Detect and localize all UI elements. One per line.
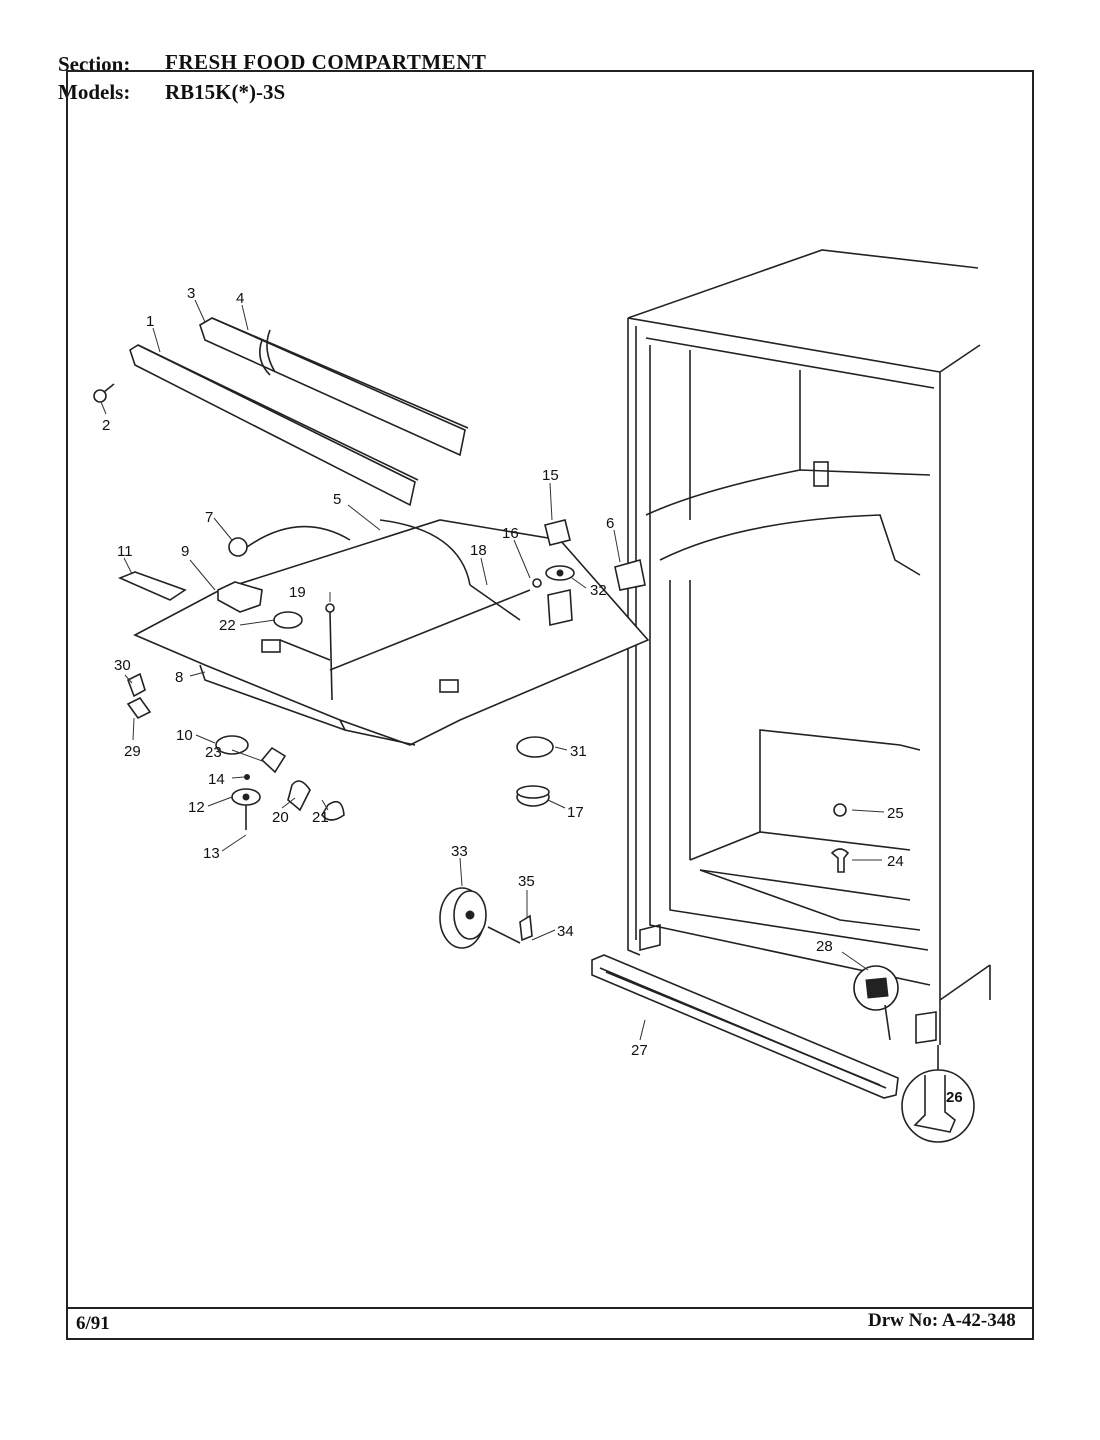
light-assembly bbox=[126, 603, 345, 830]
callout-5: 5 bbox=[333, 491, 341, 508]
thermostat-assembly bbox=[117, 525, 351, 613]
callout-34: 34 bbox=[557, 923, 574, 940]
section-label: Section: bbox=[58, 52, 131, 76]
callout-17: 17 bbox=[567, 804, 584, 821]
callout-19: 19 bbox=[289, 584, 306, 601]
top-rails bbox=[129, 317, 469, 507]
callout-31: 31 bbox=[570, 743, 587, 760]
inset-26 bbox=[901, 1045, 975, 1143]
screw-part-2 bbox=[93, 383, 115, 403]
callout-labels: 1 2 3 4 5 6 7 8 9 10 11 12 13 14 15 16 1… bbox=[102, 285, 963, 1106]
ceiling-panel bbox=[133, 519, 650, 746]
models-value: RB15K(*)-3S bbox=[165, 80, 286, 104]
callout-25: 25 bbox=[887, 805, 904, 822]
callout-21: 21 bbox=[312, 809, 329, 826]
callout-1: 1 bbox=[146, 313, 154, 330]
base-grille bbox=[591, 954, 899, 1099]
roller-assembly bbox=[439, 887, 533, 949]
callout-22: 22 bbox=[219, 617, 236, 634]
callout-18: 18 bbox=[470, 542, 487, 559]
callout-6: 6 bbox=[606, 515, 614, 532]
fan-motor-parts bbox=[532, 519, 646, 626]
callout-29: 29 bbox=[124, 743, 141, 760]
callout-23: 23 bbox=[205, 744, 222, 761]
callout-3: 3 bbox=[187, 285, 195, 302]
callout-11: 11 bbox=[117, 543, 133, 560]
refrigerator-cabinet bbox=[627, 249, 991, 1045]
inset-28 bbox=[853, 965, 899, 1041]
drawing-number: Drw No: A-42-348 bbox=[868, 1310, 1016, 1331]
leader-lines bbox=[100, 299, 885, 1041]
light-shield-parts bbox=[516, 736, 554, 807]
callout-4: 4 bbox=[236, 290, 244, 307]
callout-14: 14 bbox=[208, 771, 225, 788]
callout-27: 27 bbox=[631, 1042, 648, 1059]
callout-16: 16 bbox=[502, 525, 519, 542]
models-label: Models: bbox=[58, 80, 131, 104]
callout-26: 26 bbox=[946, 1089, 963, 1106]
callout-20: 20 bbox=[272, 809, 289, 826]
interior-fasteners bbox=[830, 803, 850, 873]
callout-35: 35 bbox=[518, 873, 535, 890]
callout-30: 30 bbox=[114, 657, 131, 674]
callout-8: 8 bbox=[175, 669, 183, 686]
callout-32: 32 bbox=[590, 582, 607, 599]
callout-12: 12 bbox=[188, 799, 205, 816]
callout-28: 28 bbox=[816, 938, 833, 955]
callout-24: 24 bbox=[887, 853, 904, 870]
callout-10: 10 bbox=[176, 727, 193, 744]
callout-7: 7 bbox=[205, 509, 213, 526]
footer-date: 6/91 bbox=[76, 1313, 110, 1334]
callout-15: 15 bbox=[542, 467, 559, 484]
callout-33: 33 bbox=[451, 843, 468, 860]
footer-divider bbox=[66, 1307, 1034, 1309]
diagram-frame bbox=[66, 70, 1034, 1340]
callout-9: 9 bbox=[181, 543, 189, 560]
callout-13: 13 bbox=[203, 845, 220, 862]
callout-2: 2 bbox=[102, 417, 110, 434]
